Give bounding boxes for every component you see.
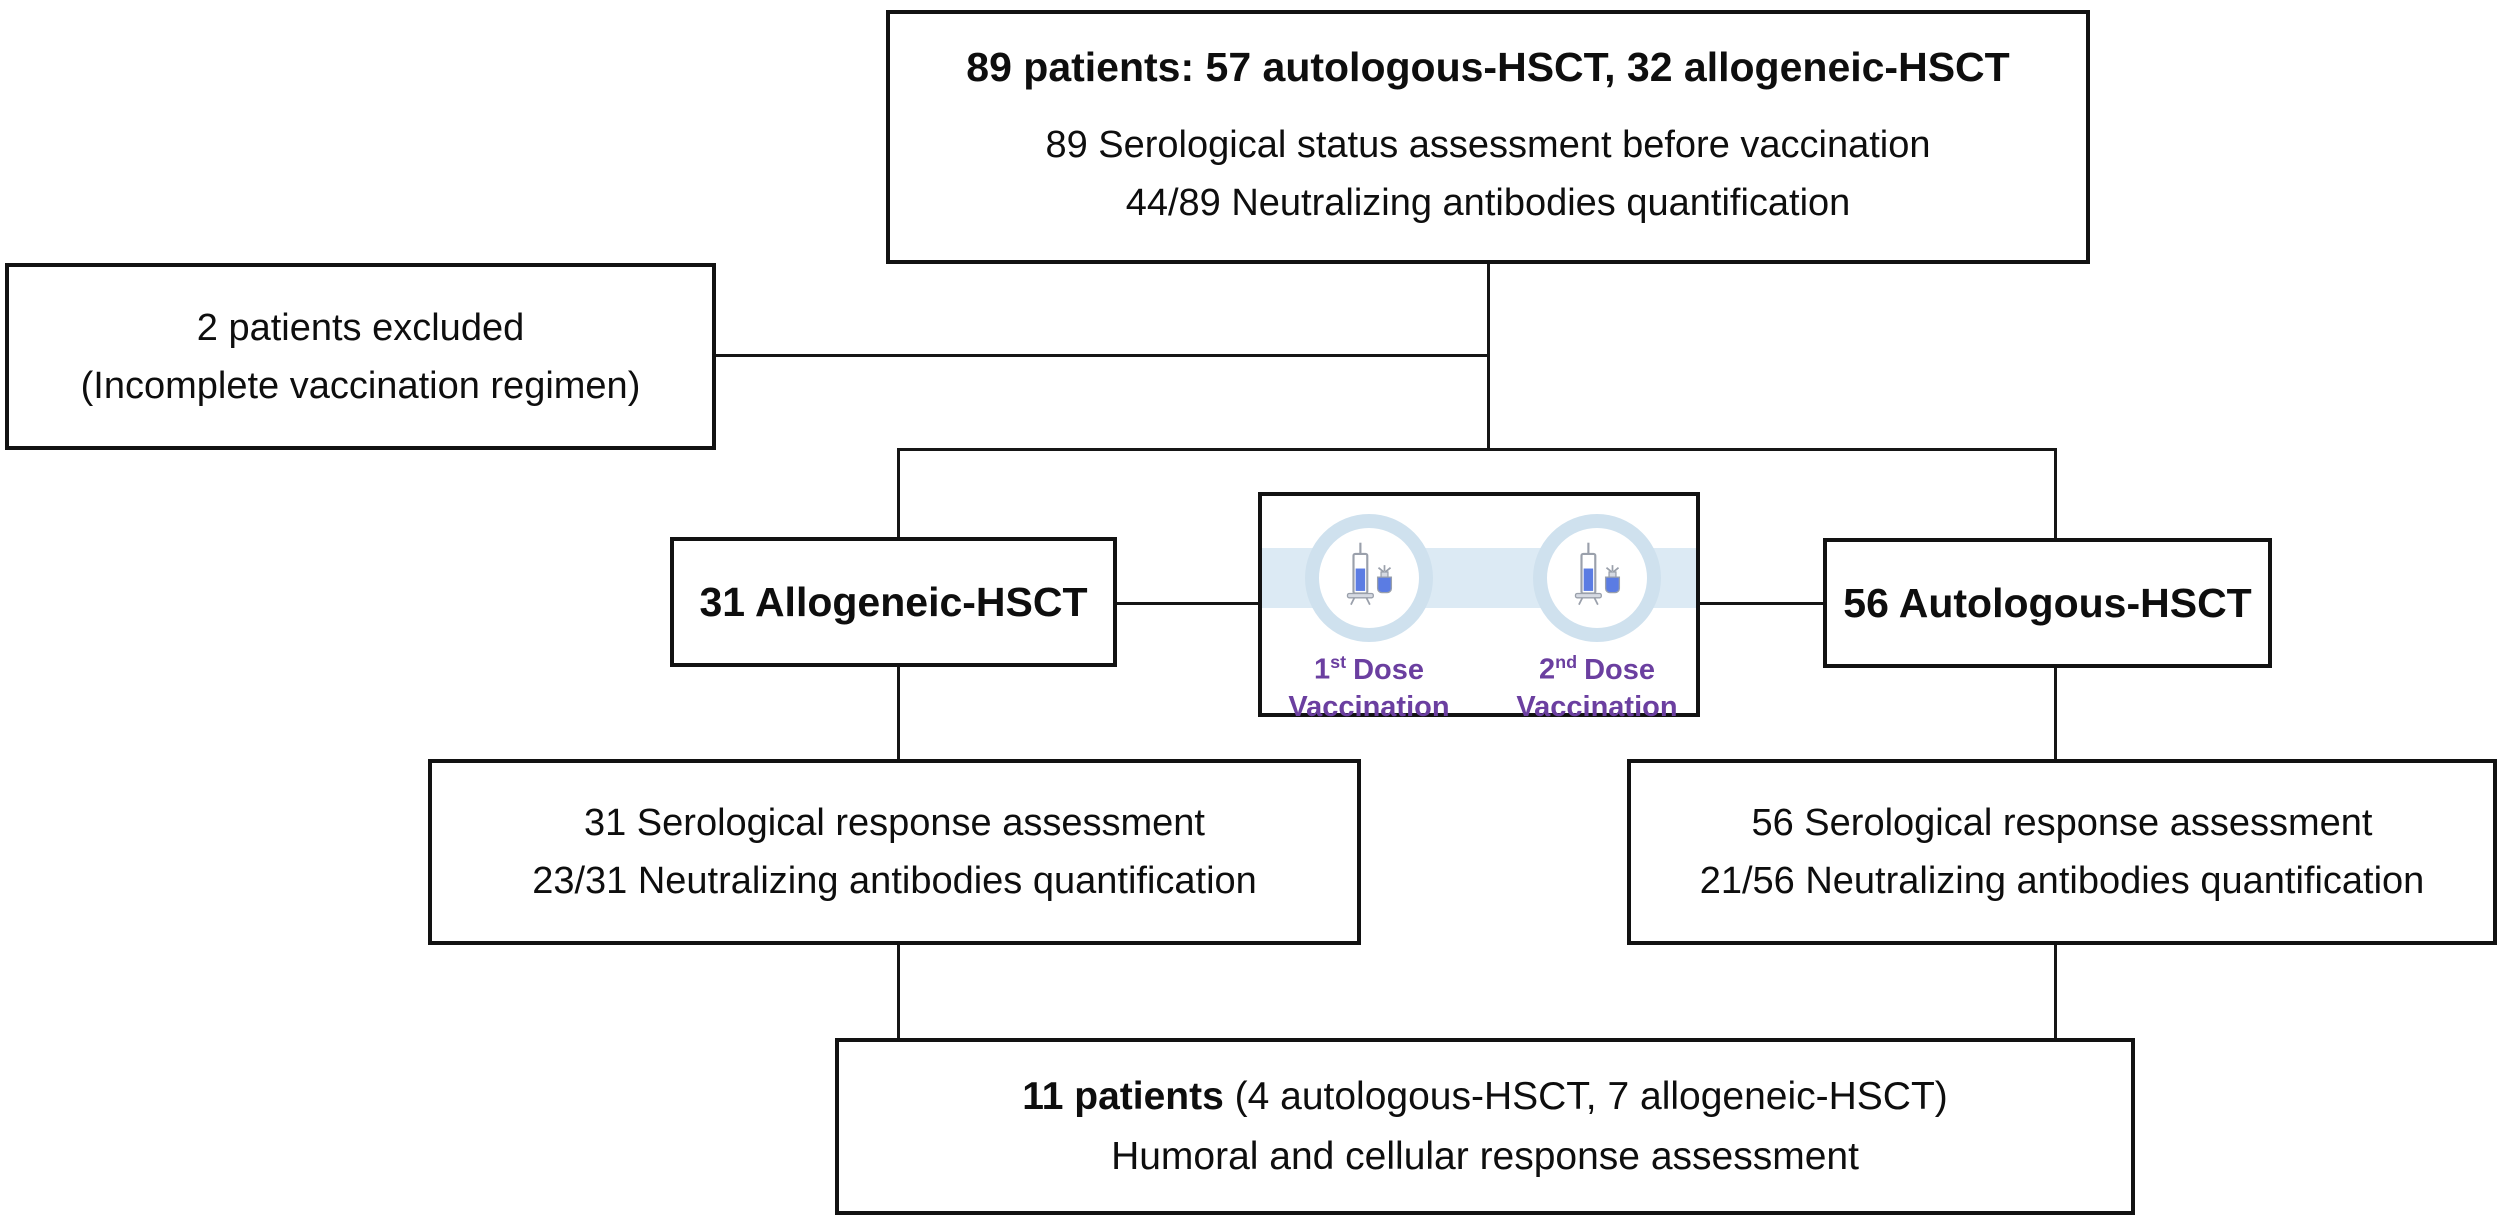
connector-branch-horizontal bbox=[897, 448, 2057, 451]
enrollment-line-1: 89 Serological status assessment before … bbox=[1045, 124, 1931, 166]
dose2-circle-icon bbox=[1533, 514, 1661, 642]
excluded-box: 2 patients excluded (Incomplete vaccinat… bbox=[5, 263, 716, 450]
allo-response-line-2: 23/31 Neutralizing antibodies quantifica… bbox=[532, 860, 1257, 902]
syringe-vial-icon bbox=[1574, 542, 1621, 606]
dose1-line-2: Vaccination bbox=[1288, 690, 1450, 723]
connector-panel-to-auto bbox=[1700, 602, 1823, 605]
connector-left-to-final bbox=[897, 945, 900, 1038]
connector-excluded-horizontal bbox=[716, 354, 1490, 357]
final-line-2: Humoral and cellular response assessment bbox=[1111, 1134, 1859, 1178]
connector-right-to-final bbox=[2054, 945, 2057, 1038]
syringe-vial-icon bbox=[1346, 542, 1393, 606]
connector-left-branch-down bbox=[897, 448, 900, 537]
allogeneic-arm-box: 31 Allogeneic-HSCT bbox=[670, 537, 1117, 667]
auto-response-line-2: 21/56 Neutralizing antibodies quantifica… bbox=[1699, 860, 2425, 902]
dose1-circle-icon bbox=[1305, 514, 1433, 642]
autologous-arm-label: 56 Autologous-HSCT bbox=[1843, 579, 2252, 626]
connector-allo-to-panel bbox=[1117, 602, 1258, 605]
final-assessment-box: 11 patients (4 autologous-HSCT, 7 alloge… bbox=[835, 1038, 2135, 1215]
final-line-1: 11 patients (4 autologous-HSCT, 7 alloge… bbox=[1022, 1074, 1948, 1118]
connector-right-branch-down bbox=[2054, 448, 2057, 538]
allogeneic-arm-label: 31 Allogeneic-HSCT bbox=[699, 578, 1088, 625]
autologous-arm-box: 56 Autologous-HSCT bbox=[1823, 538, 2272, 668]
connector-allo-down bbox=[897, 667, 900, 759]
excluded-line-2: (Incomplete vaccination regimen) bbox=[80, 364, 641, 407]
connector-auto-down bbox=[2054, 668, 2057, 759]
enrollment-box: 89 patients: 57 autologous-HSCT, 32 allo… bbox=[886, 10, 2090, 264]
excluded-line-1: 2 patients excluded bbox=[196, 306, 525, 349]
auto-response-line-1: 56 Serological response assessment bbox=[1751, 802, 2373, 844]
allo-response-line-1: 31 Serological response assessment bbox=[583, 802, 1205, 844]
autologous-response-box: 56 Serological response assessment 21/56… bbox=[1627, 759, 2497, 945]
allogeneic-response-box: 31 Serological response assessment 23/31… bbox=[428, 759, 1361, 945]
enrollment-line-2: 44/89 Neutralizing antibodies quantifica… bbox=[1125, 182, 1851, 224]
enrollment-title: 89 patients: 57 autologous-HSCT, 32 allo… bbox=[966, 44, 2010, 90]
dose2-line-2: Vaccination bbox=[1516, 690, 1678, 723]
